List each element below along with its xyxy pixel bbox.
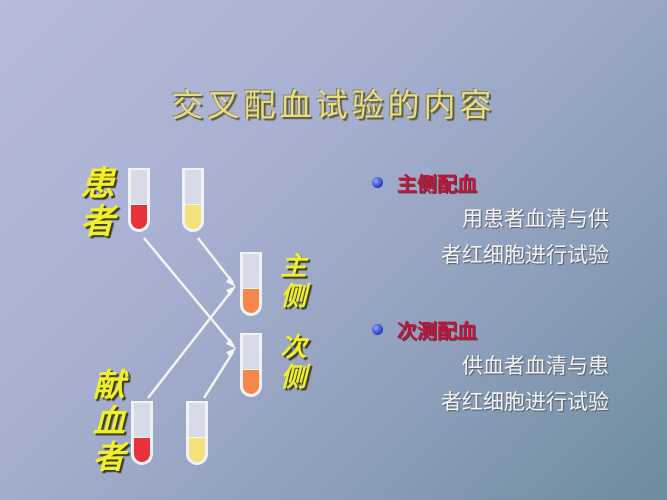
bullet-text-line: 者红细胞进行试验 <box>441 390 609 414</box>
bullet-text-line: 用患者血清与供 <box>462 207 609 231</box>
minor-side-label: 次侧 <box>276 333 306 393</box>
patient-red-cell-tube <box>128 168 150 232</box>
minor-side-tube <box>240 333 262 397</box>
bullet-dot-icon <box>372 324 383 335</box>
patient-label: 患者 <box>74 165 114 241</box>
bullet-minor-crossmatch: 次测配血 供血者血清与患 者红细胞进行试验 <box>372 315 609 420</box>
bullet-heading: 次测配血 <box>397 319 477 343</box>
major-side-label: 主侧 <box>276 252 306 312</box>
slide-title: 交叉配血试验的内容 <box>171 86 496 124</box>
bullet-major-crossmatch: 主侧配血 用患者血清与供 者红细胞进行试验 <box>372 168 609 273</box>
donor-red-cell-tube <box>131 401 153 465</box>
bullet-heading: 主侧配血 <box>397 172 477 196</box>
bullet-text-line: 供血者血清与患 <box>462 354 609 378</box>
bullet-text-line: 者红细胞进行试验 <box>441 243 609 267</box>
donor-serum-tube <box>186 401 208 465</box>
patient-serum-tube <box>182 168 204 232</box>
donor-label: 献血者 <box>88 368 126 476</box>
major-side-tube <box>240 252 262 316</box>
bullet-dot-icon <box>372 177 383 188</box>
